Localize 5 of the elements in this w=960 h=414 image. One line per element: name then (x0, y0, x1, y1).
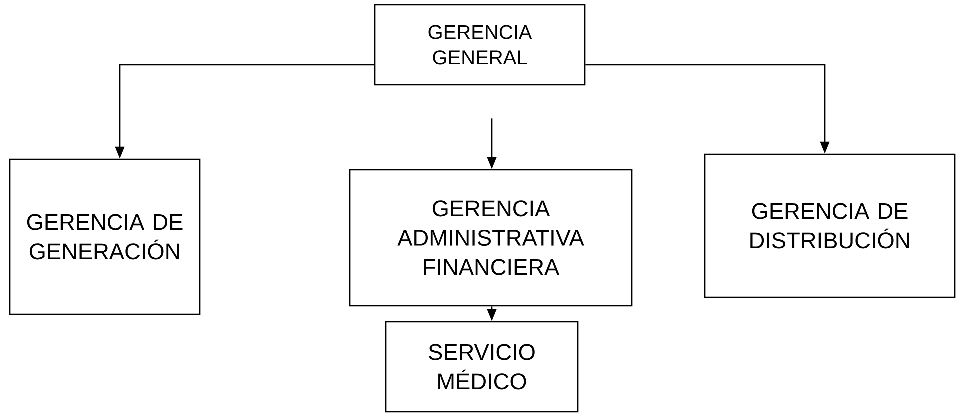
org-box: SERVICIO MÉDICO (385, 321, 579, 413)
org-box: GERENCIA GENERAL (374, 4, 586, 86)
org-box: GERENCIA DE DISTRIBUCIÓN (704, 154, 956, 298)
org-box: GERENCIA ADMINISTRATIVA FINANCIERA (349, 169, 633, 307)
org-box: GERENCIA DE GENERACIÓN (9, 158, 201, 316)
